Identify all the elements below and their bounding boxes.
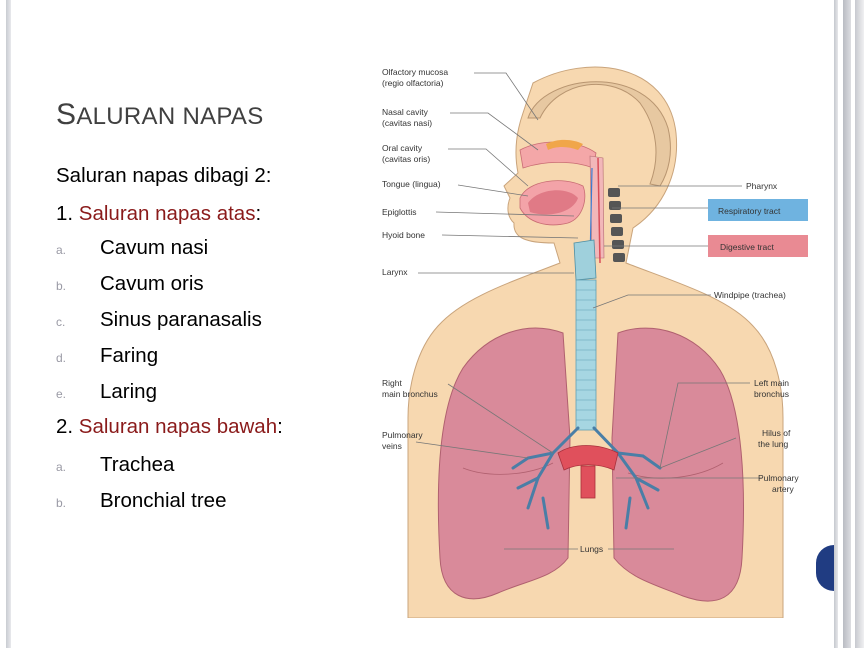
section-number: 1. [56,202,79,225]
list-item: Trachea [100,453,174,477]
label-hilus-2: the lung [758,439,789,449]
section-label: Saluran napas bawah [79,415,277,438]
label-respiratory-tract: Respiratory tract [718,206,781,216]
larynx [574,240,596,280]
next-slide-button[interactable] [816,545,834,591]
slide-border-left [6,0,11,648]
label-pharynx: Pharynx [746,181,778,191]
section-heading-lower: 2. Saluran napas bawah: [56,415,283,439]
pulmonary-trunk [581,466,595,498]
label-pulmonary-veins: Pulmonary [382,430,423,440]
trachea [576,280,596,430]
label-left-bronchus-2: bronchus [754,389,789,399]
label-oral-cavity-latin: (cavitas oris) [382,154,430,164]
slide-title: SALURAN NAPAS [56,98,264,132]
label-pulmonary-artery-2: artery [772,484,794,494]
slide-title-initial: S [56,98,76,131]
list-item: Faring [100,344,158,368]
list-item: Sinus paranasalis [100,308,262,332]
label-nasal-cavity-latin: (cavitas nasi) [382,118,432,128]
slide-border-right [855,0,864,648]
label-epiglottis: Epiglottis [382,207,417,217]
label-nasal-cavity: Nasal cavity [382,107,429,117]
label-olfactory: Olfactory mucosa [382,67,448,77]
label-right-bronchus: Right [382,378,402,388]
intro-text: Saluran napas dibagi 2: [56,164,271,188]
label-larynx: Larynx [382,267,408,277]
list-letter: b. [56,496,66,510]
label-digestive-tract: Digestive tract [720,242,774,252]
label-tongue: Tongue (lingua) [382,179,441,189]
list-letter: e. [56,387,66,401]
list-letter: d. [56,351,66,365]
label-hilus: Hilus of [762,428,791,438]
slide-border-right [834,0,838,648]
list-letter: a. [56,243,66,257]
section-heading-upper: 1. Saluran napas atas: [56,202,261,226]
label-windpipe: Windpipe (trachea) [714,290,786,300]
list-letter: a. [56,460,66,474]
label-pulmonary-veins-2: veins [382,441,402,451]
slide-border-right [843,0,851,648]
section-colon: : [277,415,283,438]
list-letter: c. [56,315,65,329]
label-left-bronchus: Left main [754,378,789,388]
label-right-bronchus-2: main bronchus [382,389,438,399]
list-item: Laring [100,380,157,404]
list-letter: b. [56,279,66,293]
list-item: Cavum nasi [100,236,208,260]
list-item: Bronchial tree [100,489,226,513]
section-label: Saluran napas atas [79,202,256,225]
section-number: 2. [56,415,79,438]
label-lungs: Lungs [580,544,603,554]
list-item: Cavum oris [100,272,204,296]
label-oral-cavity: Oral cavity [382,143,423,153]
label-hyoid-bone: Hyoid bone [382,230,425,240]
label-olfactory-latin: (regio olfactoria) [382,78,444,88]
section-colon: : [255,202,261,225]
label-pulmonary-artery: Pulmonary [758,473,799,483]
respiratory-system-diagram: Olfactory mucosa (regio olfactoria) Nasa… [378,58,814,618]
slide-title-rest: ALURAN NAPAS [76,103,263,130]
